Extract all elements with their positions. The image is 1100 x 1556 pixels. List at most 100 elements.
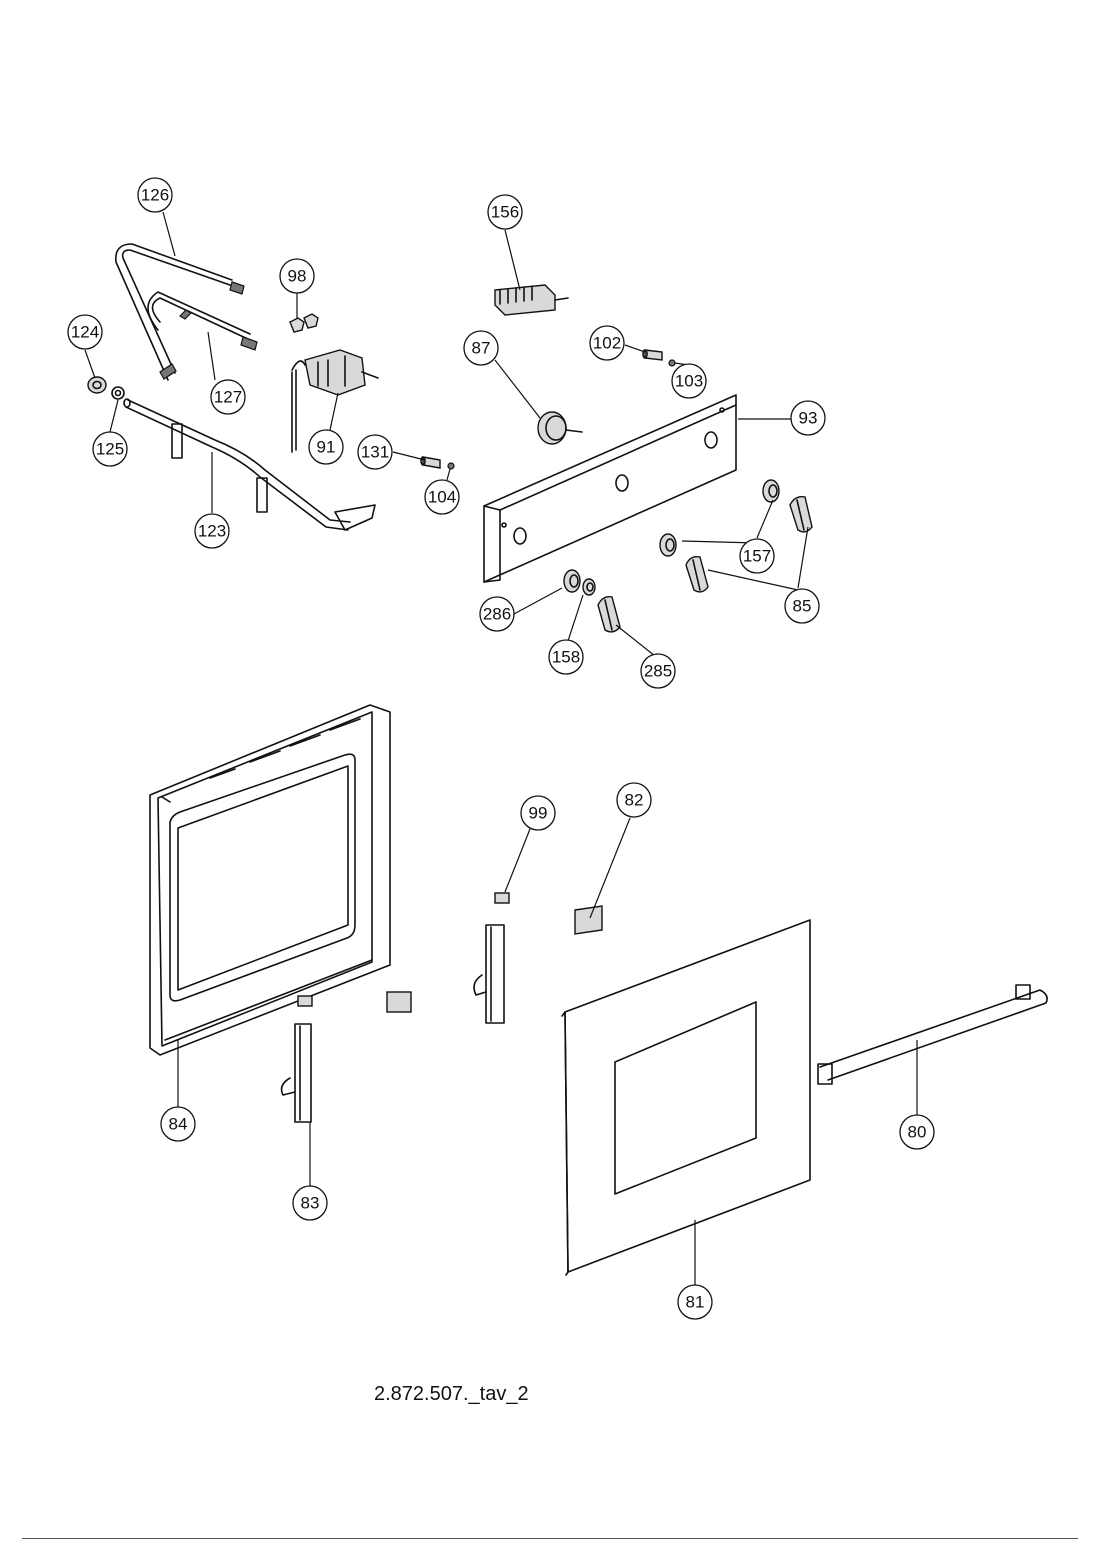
part-157-knob-rings (659, 479, 780, 557)
callout-103: 103 (671, 363, 707, 399)
callout-83: 83 (292, 1185, 328, 1221)
part-103-injector-tip (668, 359, 676, 367)
callout-123: 123 (194, 513, 230, 549)
part-131-injector (420, 456, 441, 469)
callout-127: 127 (210, 379, 246, 415)
part-98-clips (289, 313, 319, 333)
callout-circle (194, 513, 230, 549)
callout-circle (899, 1114, 935, 1150)
callout-circle (487, 194, 523, 230)
callout-93: 93 (790, 400, 826, 436)
part-285-knob (597, 595, 621, 633)
callout-label: 131 (361, 443, 389, 462)
callout-102: 102 (589, 325, 625, 361)
part-102-injector (642, 349, 663, 361)
callout-label: 93 (799, 409, 818, 428)
callout-label: 286 (483, 605, 511, 624)
callout-circle (520, 795, 556, 831)
callout-label: 124 (71, 323, 99, 342)
callout-circle (739, 538, 775, 574)
callout-circle (671, 363, 707, 399)
part-80-handle (817, 984, 1048, 1085)
callout-label: 83 (301, 1194, 320, 1213)
leader-lines (84, 211, 918, 1286)
part-81-outer-glass (561, 919, 811, 1276)
callout-131: 131 (357, 434, 393, 470)
callout-label: 103 (675, 372, 703, 391)
part-126-burner-pipe (115, 243, 245, 381)
callout-85: 85 (784, 588, 820, 624)
callout-82: 82 (616, 782, 652, 818)
callout-label: 99 (529, 804, 548, 823)
callout-label: 98 (288, 267, 307, 286)
callout-label: 104 (428, 488, 456, 507)
callout-84: 84 (160, 1106, 196, 1142)
part-93-control-panel (483, 394, 737, 583)
callout-91: 91 (308, 429, 344, 465)
callout-label: 85 (793, 597, 812, 616)
callout-circle (463, 330, 499, 366)
callout-circle (640, 653, 676, 689)
part-99-pad (494, 892, 510, 904)
callout-label: 91 (317, 438, 336, 457)
callout-circle (160, 1106, 196, 1142)
callout-157: 157 (739, 538, 775, 574)
callout-98: 98 (279, 258, 315, 294)
callout-label: 87 (472, 339, 491, 358)
callout-125: 125 (92, 431, 128, 467)
callout-label: 82 (625, 791, 644, 810)
callout-circle (279, 258, 315, 294)
part-156-selector-switch (494, 284, 569, 316)
callout-label: 81 (686, 1293, 705, 1312)
callout-circle (357, 434, 393, 470)
part-123-gas-pipe (123, 398, 376, 531)
part-87-thermostat (537, 411, 583, 445)
callout-circle (784, 588, 820, 624)
callout-circle (92, 431, 128, 467)
part-84-inner-door-frame (149, 704, 391, 1056)
callout-label: 102 (593, 334, 621, 353)
part-124-nut (87, 376, 107, 394)
callout-circle (308, 429, 344, 465)
part-91-gas-thermostat (291, 349, 379, 453)
part-85-knobs (685, 495, 813, 593)
part-82-plate (574, 905, 603, 935)
callout-126: 126 (137, 177, 173, 213)
callout-circle (589, 325, 625, 361)
callout-circle (479, 596, 515, 632)
callout-label: 126 (141, 186, 169, 205)
callout-circle (790, 400, 826, 436)
callout-label: 158 (552, 648, 580, 667)
callout-156: 156 (487, 194, 523, 230)
callout-circle (616, 782, 652, 818)
callout-286: 286 (479, 596, 515, 632)
callout-80: 80 (899, 1114, 935, 1150)
callout-104: 104 (424, 479, 460, 515)
callout-circle (292, 1185, 328, 1221)
callout-285: 285 (640, 653, 676, 689)
callout-circle (548, 639, 584, 675)
callout-label: 123 (198, 522, 226, 541)
callout-circle (424, 479, 460, 515)
callout-81: 81 (677, 1284, 713, 1320)
part-83-hinge (280, 991, 412, 1123)
part-104-injector-tip (447, 462, 455, 470)
callout-circle (137, 177, 173, 213)
callout-124: 124 (67, 314, 103, 350)
callout-label: 156 (491, 203, 519, 222)
callout-158: 158 (548, 639, 584, 675)
callout-circle (210, 379, 246, 415)
callout-circle (677, 1284, 713, 1320)
callout-99: 99 (520, 795, 556, 831)
callout-label: 285 (644, 662, 672, 681)
part-127-burner-pipe (147, 291, 258, 351)
part-286-ring (563, 569, 581, 593)
part-125-washer (111, 386, 125, 400)
callout-label: 157 (743, 547, 771, 566)
footer-divider (22, 1538, 1078, 1539)
drawing-code: 2.872.507._tav_2 (374, 1383, 529, 1405)
part-hinge-right (473, 924, 505, 1024)
callout-label: 84 (169, 1115, 188, 1134)
callout-circle (67, 314, 103, 350)
